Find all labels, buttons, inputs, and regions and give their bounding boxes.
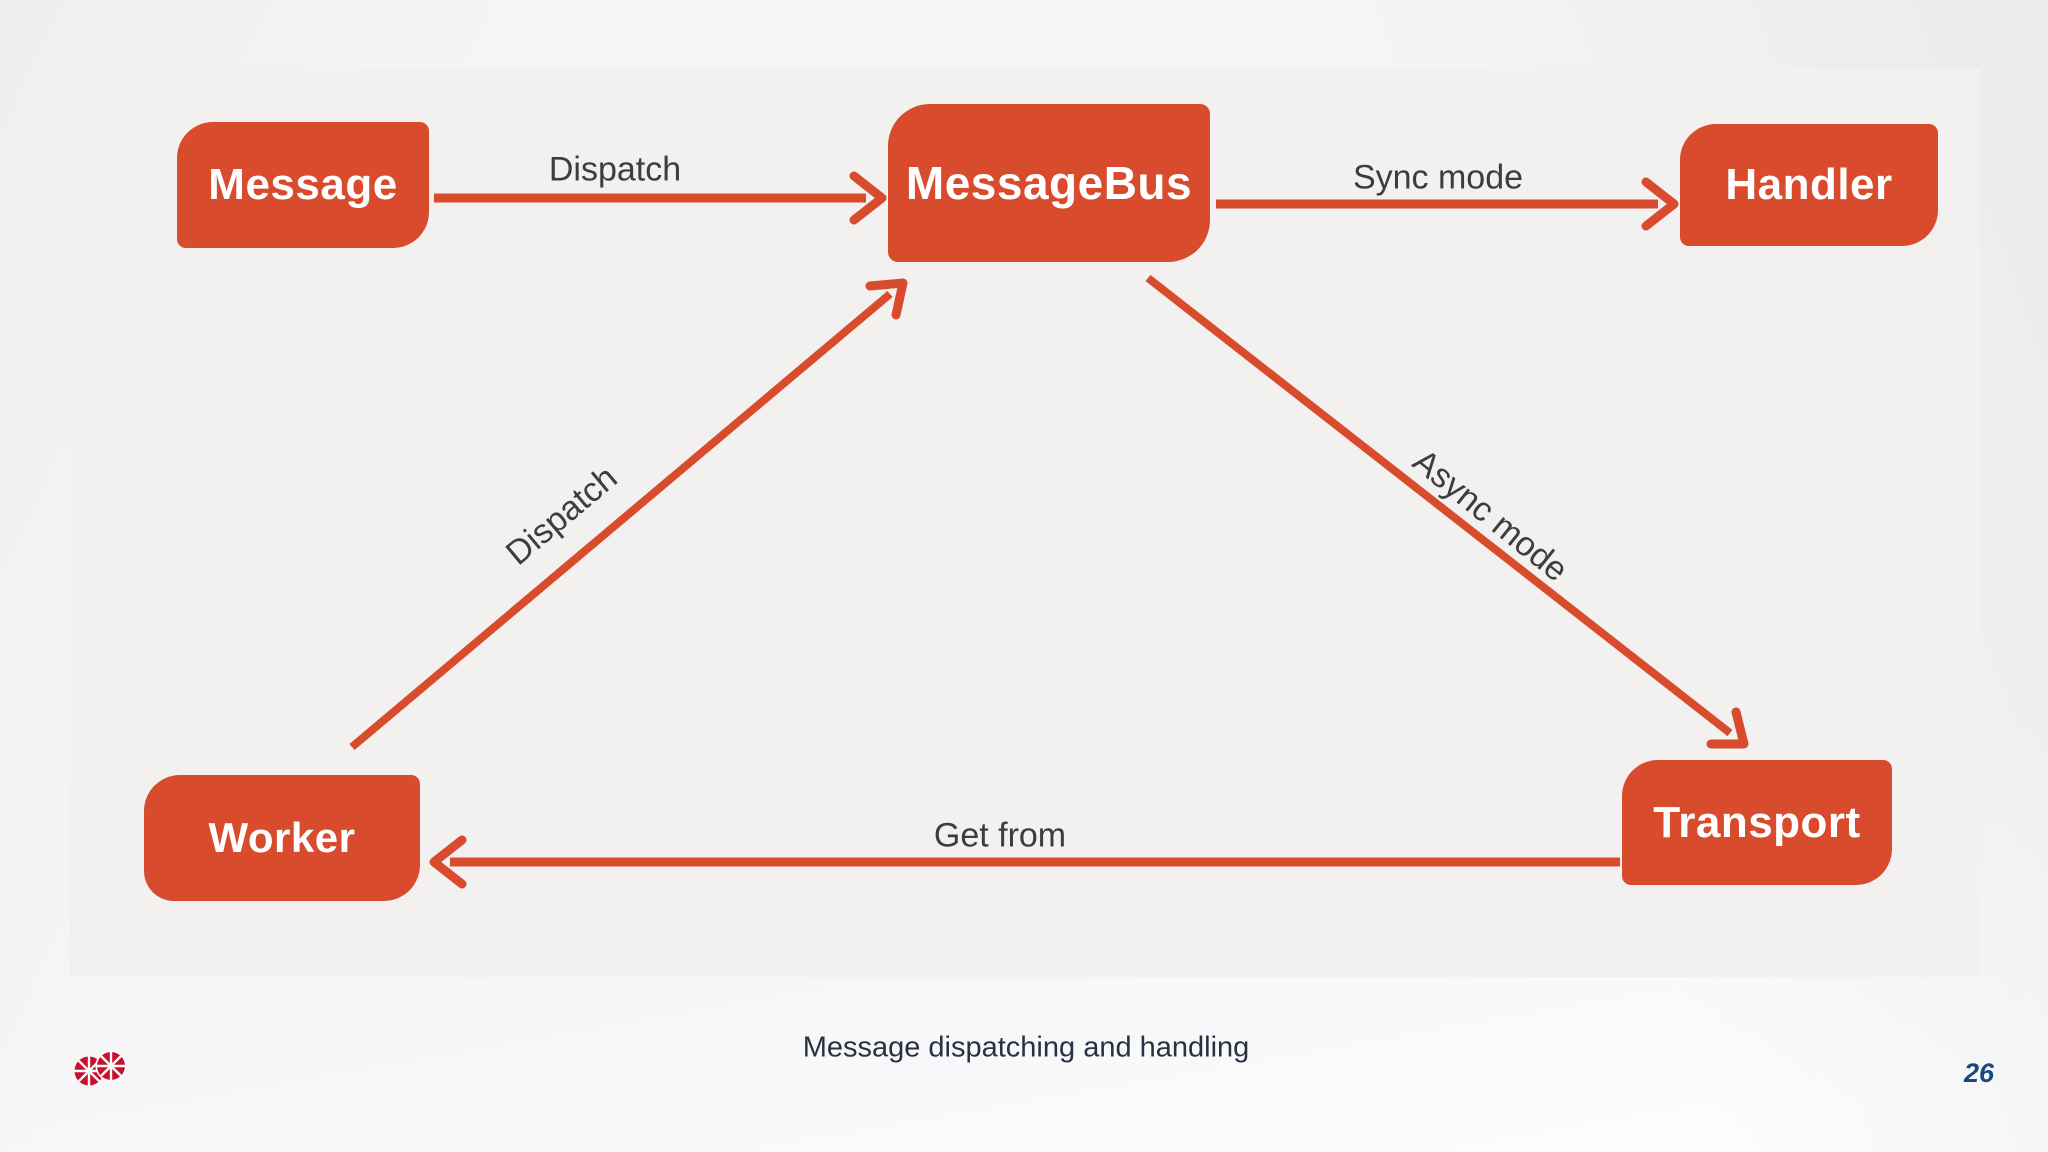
edge-label-dispatch-top: Dispatch (548, 150, 682, 189)
node-message: Message (177, 122, 429, 248)
node-handler-label: Handler (1725, 160, 1893, 209)
node-transport-label: Transport (1653, 797, 1861, 847)
node-messagebus: MessageBus (888, 104, 1210, 262)
slide-caption: Message dispatching and handling (802, 1031, 1250, 1064)
edge-label-get-from: Get from (933, 816, 1067, 855)
node-message-label: Message (208, 160, 398, 209)
node-worker: Worker (144, 775, 420, 901)
node-handler: Handler (1680, 124, 1938, 246)
edge-label-sync-mode: Sync mode (1352, 158, 1524, 197)
node-transport: Transport (1622, 760, 1892, 885)
node-messagebus-label: MessageBus (905, 157, 1193, 209)
node-worker-label: Worker (208, 814, 356, 861)
page-number: 26 (1963, 1058, 1994, 1088)
pinwheel-circles-logo-icon (74, 1050, 127, 1086)
